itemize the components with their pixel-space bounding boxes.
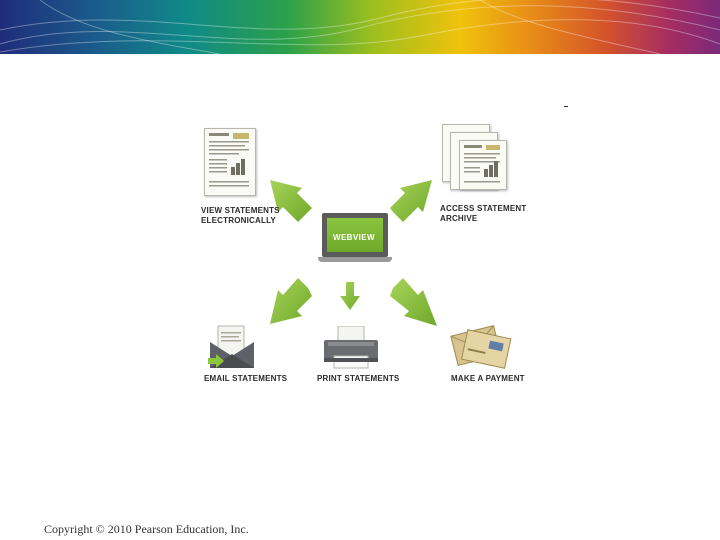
label-view-statements: VIEW STATEMENTS ELECTRONICALLY xyxy=(201,206,280,226)
archive-lines xyxy=(460,141,506,189)
arrow-down-right xyxy=(390,278,437,326)
label-access-archive: ACCESS STATEMENT ARCHIVE xyxy=(440,204,526,224)
statement-document-icon xyxy=(204,128,256,196)
statement-lines xyxy=(205,129,255,195)
label-email-statements: EMAIL STATEMENTS xyxy=(204,374,287,384)
archive-document-front-icon xyxy=(459,140,507,190)
monitor-display: WEBVIEW xyxy=(327,218,383,252)
copyright-footer: Copyright © 2010 Pearson Education, Inc. xyxy=(44,522,249,537)
label-make-payment: MAKE A PAYMENT xyxy=(451,374,525,384)
printer-icon xyxy=(322,326,380,370)
label-print-statements: PRINT STATEMENTS xyxy=(317,374,399,384)
webview-monitor-icon: WEBVIEW xyxy=(322,213,388,263)
email-envelope-icon xyxy=(206,324,258,370)
arrow-up-right xyxy=(390,180,432,222)
arrow-down-left xyxy=(270,278,312,324)
webview-label: WEBVIEW xyxy=(333,233,375,242)
monitor-base xyxy=(318,257,392,262)
payment-envelopes-icon xyxy=(448,322,512,370)
arrow-down xyxy=(340,282,360,310)
monitor-screen: WEBVIEW xyxy=(322,213,388,257)
